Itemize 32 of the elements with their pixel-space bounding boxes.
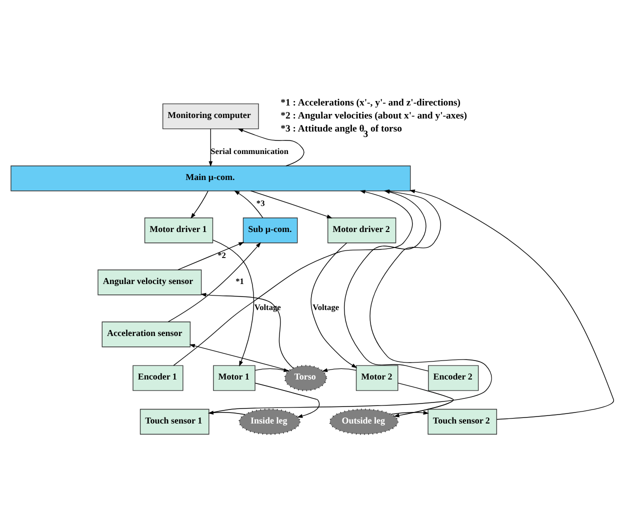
node-box: Touch sensor 2 [428,408,498,434]
arrow [390,410,429,414]
arrow [238,128,304,166]
node-box: Motor 1 [213,364,256,390]
node-box: Encoder 1 [132,364,184,390]
node-box: Motor driver 2 [328,217,396,243]
arrow [200,292,294,368]
node-box: Acceleration sensor [102,321,191,347]
node-box: Motor 2 [356,364,398,390]
arrow [234,190,264,218]
node-box: Angular velocity sensor [98,269,202,295]
arrow [212,239,254,366]
node-ellipse: Inside leg [238,408,301,434]
arrow [310,242,358,368]
label: *1 : Accelerations (x'-, y'- and z'-directions) [280,96,461,108]
arrow [190,190,208,218]
arrow [322,368,356,372]
arrow [168,242,262,322]
arrow [250,190,332,218]
arrow [394,382,454,417]
arrow [254,382,320,418]
node-box: Touch sensor 1 [140,408,210,434]
node-box: Main μ-com. [10,165,411,191]
node-box: Encoder 2 [428,364,479,390]
label: *2 : Angular velocities (about x'- and y'-axes) [280,110,468,122]
node-box: Motor driver 1 [144,217,214,243]
node-box: Monitoring computer [162,102,259,129]
arrow [409,188,614,420]
arrow [208,410,246,414]
node-box: Sub μ-com. [242,217,298,243]
arrow [208,128,213,166]
arrow [178,242,244,270]
